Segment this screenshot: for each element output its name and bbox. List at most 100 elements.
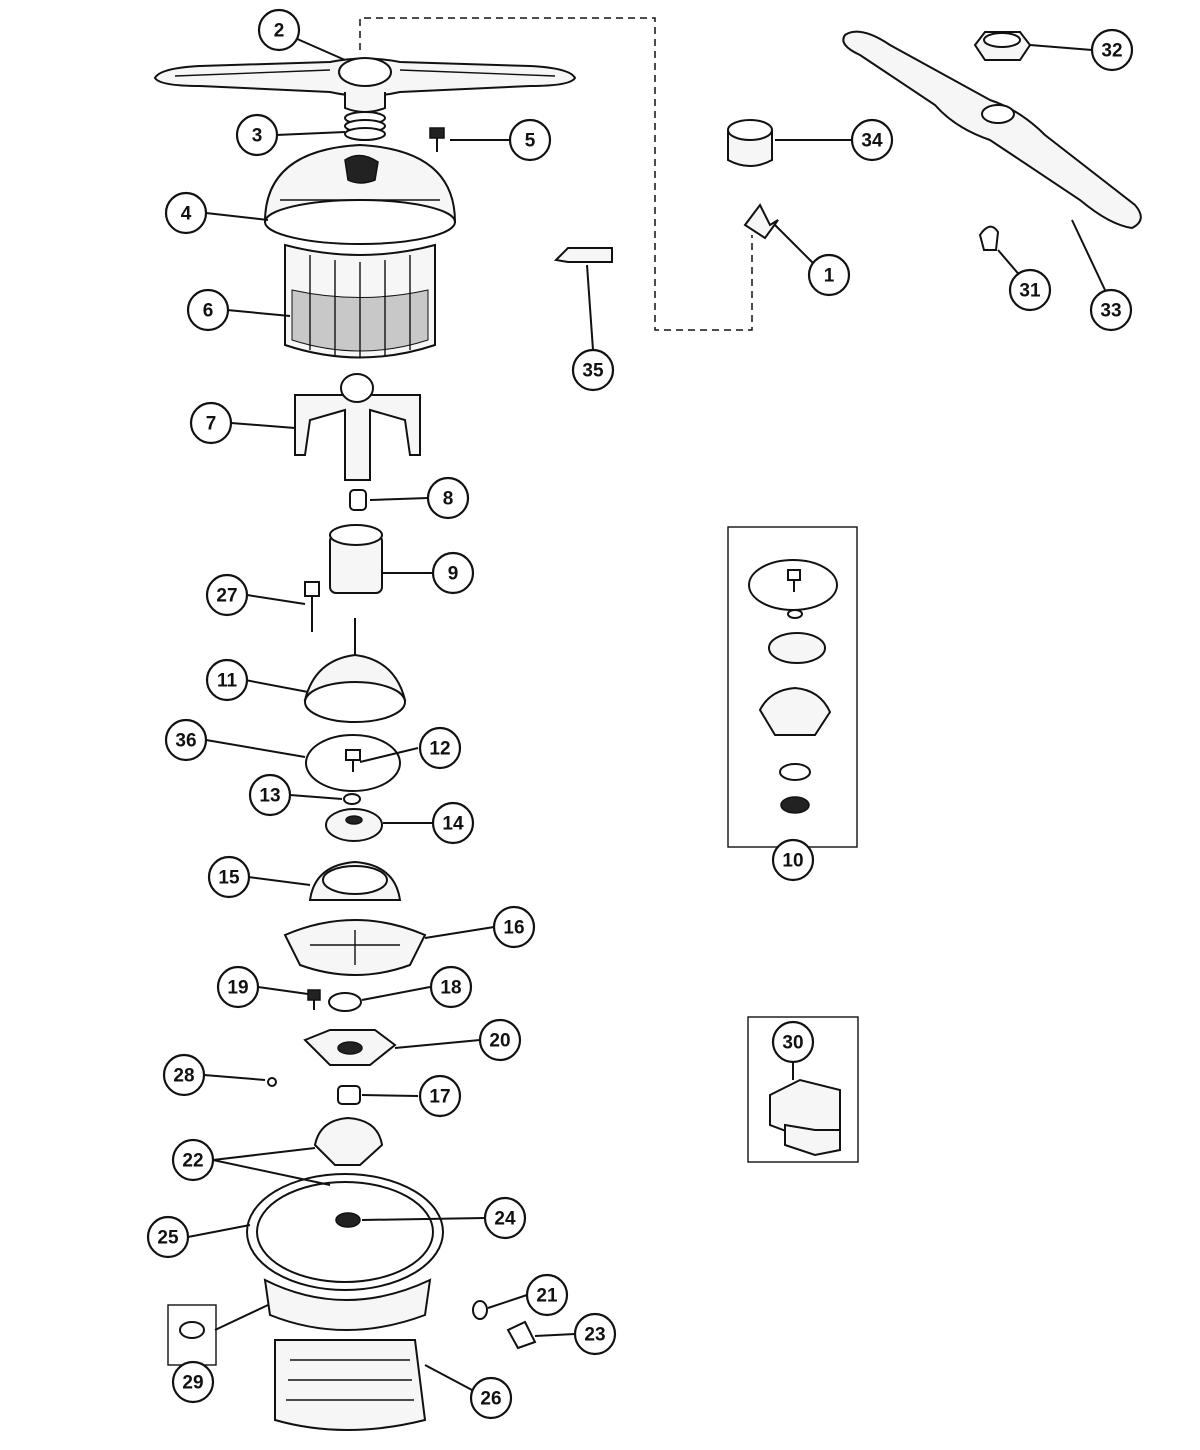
kit-box-30 xyxy=(747,1016,859,1163)
callout-32: 32 xyxy=(1090,28,1134,72)
callout-31: 31 xyxy=(1008,268,1052,312)
kit-box-10 xyxy=(727,526,858,848)
part-impeller-housing xyxy=(329,524,383,594)
part-bushing-17 xyxy=(337,1085,361,1105)
callout-5: 5 xyxy=(508,118,552,162)
part-clip-18 xyxy=(328,992,362,1012)
callout-label: 36 xyxy=(175,731,196,752)
callout-30: 30 xyxy=(771,1020,815,1064)
callout-14: 14 xyxy=(431,801,475,845)
callout-28: 28 xyxy=(162,1053,206,1097)
callout-35: 35 xyxy=(571,348,615,392)
callout-label: 33 xyxy=(1100,301,1121,322)
callout-29: 29 xyxy=(171,1360,215,1404)
part-ball-28 xyxy=(267,1077,277,1087)
callout-10: 10 xyxy=(771,838,815,882)
callout-8: 8 xyxy=(426,476,470,520)
callout-label: 5 xyxy=(525,131,536,152)
part-hub-34 xyxy=(727,119,773,167)
callout-label: 30 xyxy=(782,1033,803,1054)
callout-label: 4 xyxy=(181,204,192,225)
callout-label: 12 xyxy=(429,739,450,760)
callout-label: 25 xyxy=(157,1228,179,1249)
callout-label: 28 xyxy=(173,1066,194,1087)
callout-label: 10 xyxy=(782,851,803,872)
part-o-ring-13 xyxy=(343,793,361,805)
part-sump-assembly xyxy=(246,1116,444,1291)
callout-label: 9 xyxy=(448,564,459,585)
callout-label: 13 xyxy=(259,786,280,807)
part-bearing-32 xyxy=(973,31,1032,61)
callout-24: 24 xyxy=(483,1196,527,1240)
callout-17: 17 xyxy=(418,1074,462,1118)
part-screw-19 xyxy=(307,989,321,1010)
callout-13: 13 xyxy=(248,773,292,817)
callout-label: 34 xyxy=(861,131,883,152)
callout-label: 23 xyxy=(584,1325,605,1346)
callout-label: 32 xyxy=(1101,41,1122,62)
callout-label: 24 xyxy=(494,1209,516,1230)
callout-27: 27 xyxy=(205,573,249,617)
callout-34: 34 xyxy=(850,118,894,162)
callout-4: 4 xyxy=(164,191,208,235)
callout-label: 14 xyxy=(442,814,464,835)
callout-19: 19 xyxy=(216,965,260,1009)
callout-label: 6 xyxy=(203,301,214,322)
part-fitting-23 xyxy=(506,1320,537,1350)
callout-label: 31 xyxy=(1019,281,1041,302)
callout-label: 2 xyxy=(274,21,285,42)
callout-22: 22 xyxy=(171,1138,215,1182)
part-bracket-35 xyxy=(553,247,613,263)
callout-label: 29 xyxy=(182,1373,203,1394)
callout-25: 25 xyxy=(146,1215,190,1259)
callout-label: 20 xyxy=(489,1031,510,1052)
callout-label: 21 xyxy=(536,1286,558,1307)
callout-1: 1 xyxy=(807,253,851,297)
leader-lines xyxy=(187,37,1106,1391)
callout-3: 3 xyxy=(235,113,279,157)
callout-label: 17 xyxy=(429,1087,450,1108)
callout-label: 11 xyxy=(217,671,238,692)
callout-label: 8 xyxy=(443,489,454,510)
part-impeller-14 xyxy=(325,808,383,842)
part-screw-5 xyxy=(429,127,445,152)
part-bolt-27 xyxy=(304,581,320,632)
callout-label: 1 xyxy=(824,266,835,287)
part-filter-cover xyxy=(263,143,457,245)
callout-label: 27 xyxy=(216,586,237,607)
callout-23: 23 xyxy=(573,1312,617,1356)
callout-16: 16 xyxy=(492,905,536,949)
callout-2: 2 xyxy=(257,8,301,52)
callout-label: 3 xyxy=(252,126,263,147)
callout-20: 20 xyxy=(478,1018,522,1062)
part-plate-20 xyxy=(303,1029,397,1066)
callout-label: 18 xyxy=(440,978,461,999)
callout-label: 19 xyxy=(227,978,248,999)
part-lower-spray-arm xyxy=(842,30,1142,230)
callout-label: 22 xyxy=(182,1151,203,1172)
part-filter-screen xyxy=(284,243,436,359)
callout-15: 15 xyxy=(207,855,251,899)
part-spring xyxy=(344,111,386,141)
callout-label: 26 xyxy=(480,1389,501,1410)
callout-18: 18 xyxy=(429,965,473,1009)
part-motor xyxy=(263,1278,432,1431)
part-gasket-36 xyxy=(305,734,401,792)
callout-33: 33 xyxy=(1089,288,1133,332)
part-support-bracket xyxy=(294,373,421,481)
part-nut-8 xyxy=(349,489,367,511)
callout-36: 36 xyxy=(164,718,208,762)
callout-label: 15 xyxy=(218,868,240,889)
callout-6: 6 xyxy=(186,288,230,332)
part-clip-31 xyxy=(978,225,1000,251)
part-upper-spray-arm xyxy=(153,57,577,113)
callout-21: 21 xyxy=(525,1273,569,1317)
callout-9: 9 xyxy=(431,551,475,595)
callout-label: 16 xyxy=(503,918,524,939)
callout-7: 7 xyxy=(189,401,233,445)
callout-label: 7 xyxy=(206,414,217,435)
callout-26: 26 xyxy=(469,1376,513,1420)
part-gasket-29 xyxy=(167,1304,217,1366)
part-o-ring-21 xyxy=(472,1300,488,1320)
